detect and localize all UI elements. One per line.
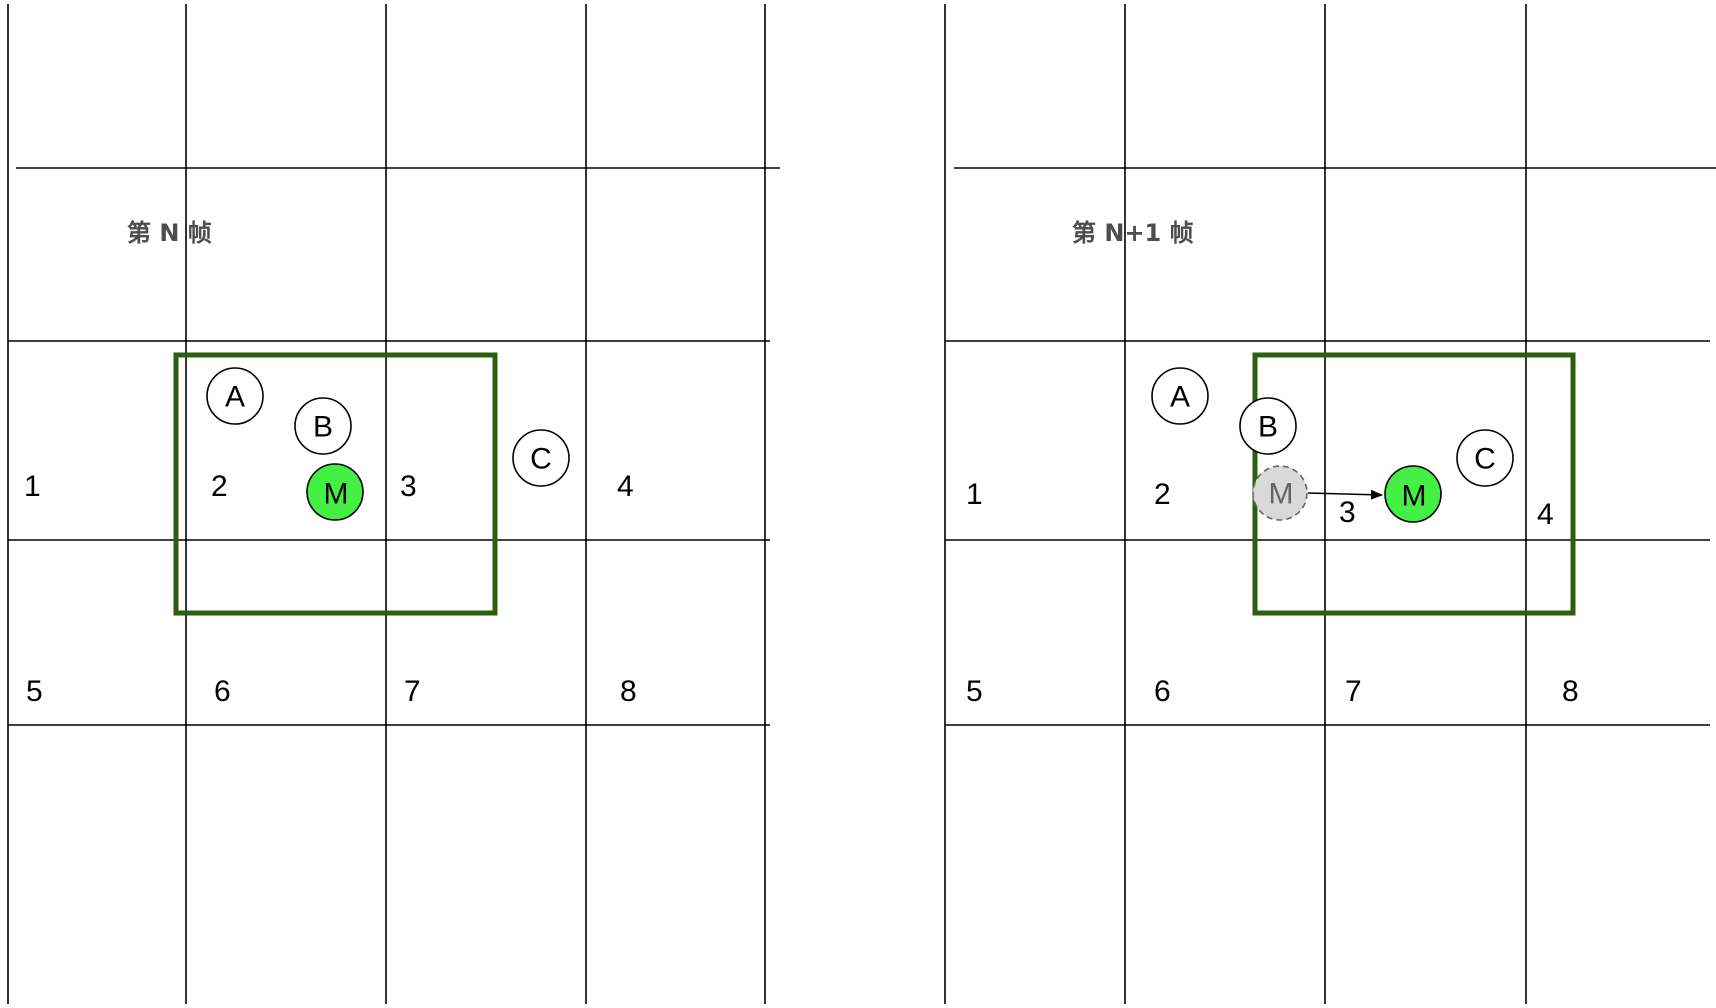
cell-label: 7 [404, 675, 421, 708]
cell-label: 3 [1339, 496, 1356, 529]
cell-label: 6 [1154, 675, 1171, 708]
entity-circle [1456, 429, 1514, 487]
frame-n-panel: 第 N 帧 1 2 3 4 5 6 7 8 A B C M [7, 4, 780, 1004]
entity-a: A [1151, 367, 1209, 425]
cell-label: 4 [1537, 498, 1554, 531]
entity-label: C [1474, 443, 1496, 476]
cell-labels: 1 2 3 4 5 6 7 8 [966, 478, 1579, 708]
entity-c: C [1456, 429, 1514, 487]
entity-circle [1384, 465, 1442, 523]
entity-circle [1252, 465, 1308, 521]
cell-label: 8 [620, 675, 637, 708]
frame-title: 第 N+1 帧 [1072, 219, 1194, 247]
cell-label: 4 [617, 470, 634, 503]
cell-label: 8 [1562, 675, 1579, 708]
entity-label: C [530, 443, 552, 476]
entity-circle [1151, 367, 1209, 425]
frame-title: 第 N 帧 [127, 219, 212, 247]
cell-labels: 1 2 3 4 5 6 7 8 [24, 470, 637, 708]
entity-m: M [1384, 465, 1442, 523]
movement-arrow [1307, 489, 1383, 500]
entity-label: B [313, 411, 333, 444]
entity-circle [306, 463, 364, 521]
entity-label: M [324, 478, 349, 511]
frame-n1-panel: 第 N+1 帧 1 2 3 4 5 6 7 8 A B C M [944, 4, 1716, 1004]
entity-b: B [294, 397, 352, 455]
entity-label: A [225, 381, 245, 414]
entity-circle [206, 367, 264, 425]
entity-label: M [1402, 480, 1427, 513]
cell-label: 5 [966, 675, 983, 708]
cell-label: 6 [214, 675, 231, 708]
entity-label: A [1170, 381, 1190, 414]
cell-label: 7 [1345, 675, 1362, 708]
entity-circle [294, 397, 352, 455]
frame-n1-grid [944, 4, 1716, 1004]
cell-label: 1 [966, 478, 983, 511]
entity-m-ghost: M [1252, 465, 1308, 521]
frame-n-grid [7, 4, 780, 1004]
cell-label: 2 [211, 470, 228, 503]
aoi-view-box [173, 352, 498, 616]
entity-m: M [306, 463, 364, 521]
entity-label: B [1258, 411, 1278, 444]
cell-label: 5 [26, 675, 43, 708]
entity-b: B [1239, 397, 1297, 455]
entity-a: A [206, 367, 264, 425]
entity-c: C [512, 429, 570, 487]
entity-label: M [1269, 478, 1294, 511]
cell-label: 1 [24, 470, 41, 503]
cell-label: 2 [1154, 478, 1171, 511]
entity-circle [512, 429, 570, 487]
cell-label: 3 [400, 470, 417, 503]
entity-circle [1239, 397, 1297, 455]
